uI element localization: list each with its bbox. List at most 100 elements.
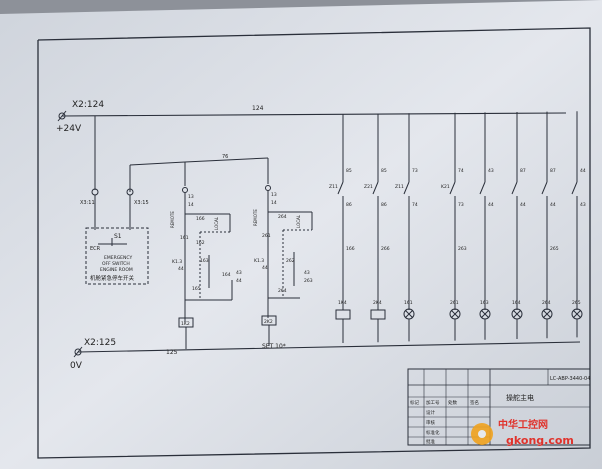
bottom-node-label: X2:125 (84, 338, 116, 348)
circuit-top-label: 43 (488, 168, 494, 174)
estop-text-1: EMERGENCY (104, 255, 132, 261)
estop-terminal-left: X3:11 (80, 200, 95, 206)
estop-enclosure (85, 227, 149, 285)
circuit-mid-label: 74 (412, 202, 418, 208)
circuit-mid-label: 44 (550, 202, 556, 208)
circuit-top-label: 74 (458, 168, 464, 174)
circuit-column: 87 44 265 264 (541, 111, 559, 339)
relay2-n264: 264 (278, 288, 287, 294)
circuit-tag: Z21 (364, 184, 373, 190)
watermark: 中华工控网 gkong.com (471, 418, 574, 447)
circuit-column: 73 74 Z11 161 (395, 113, 418, 342)
circuit-bottom-label: 2K4 (373, 300, 382, 306)
top-rail: X2:124 +24V 124 (56, 100, 567, 134)
circuit-mid-label: 86 (346, 202, 352, 208)
relay2-n44: 44 (262, 265, 268, 271)
relay2-contact-a: 13 (271, 192, 277, 198)
title-block-row4: 标准化 (426, 429, 440, 436)
right-circuits: 8586Z111661K48586Z212662K47374Z111617473… (329, 111, 586, 343)
relay2-n43: 43 (304, 270, 310, 276)
circuit-tag: Z11 (395, 184, 404, 190)
relay1-group: 76 13 14 166 REMOTE LOCAL 161 162 K1.3 4… (170, 154, 269, 349)
bottom-wire-label: 125 (166, 349, 178, 356)
estop-text-cn: 机舱紧急停车开关 (90, 274, 135, 282)
title-block-row5: 批准 (426, 438, 435, 445)
title-block-col-b: 处数 (448, 399, 457, 406)
watermark-brand: 中华工控网 (498, 418, 548, 431)
circuit-n2-label: 266 (381, 246, 390, 252)
title-block-row2: 设计 (426, 409, 435, 416)
circuit-mid-label: 44 (488, 202, 494, 208)
relay1-n164: 164 (222, 272, 231, 278)
wire-76-label: 76 (222, 154, 228, 160)
title-block-row3: 审核 (426, 419, 435, 426)
relay1-n161: 161 (180, 235, 189, 241)
title-block-col-a: 标记 (410, 399, 419, 406)
relay1-n163: 163 (200, 258, 209, 264)
circuit-mid-label: 43 (580, 202, 586, 208)
circuit-top-label: 73 (412, 168, 418, 174)
relay2-k13: K1.3 (254, 258, 264, 264)
circuit-column: 44 43 265 (571, 111, 586, 338)
drawing-frame (37, 27, 591, 459)
relay1-label-a: 166 (196, 216, 205, 222)
circuit-bottom-label: 161 (404, 300, 413, 306)
relay1-local-tag: LOCAL (214, 216, 219, 230)
relay2-coil-label: 2K2 (264, 319, 273, 325)
estop-tag: ECR (90, 246, 101, 252)
relay1-n44b: 44 (236, 278, 242, 284)
relay2-contact-b: 14 (271, 200, 277, 206)
set-label: SET 10* (262, 343, 286, 350)
relay2-n263: 263 (304, 278, 313, 284)
circuit-mid-label: 44 (520, 202, 526, 208)
circuit-bottom-label: 261 (450, 300, 459, 306)
circuit-top-label: 87 (550, 168, 556, 174)
relay1-n44: 44 (178, 266, 184, 272)
relay2-n262: 262 (286, 258, 295, 264)
circuit-mid-label: 73 (458, 202, 464, 208)
top-voltage-label: +24V (56, 124, 82, 134)
circuit-top-label: 85 (346, 168, 352, 174)
circuit-bottom-label: 264 (542, 300, 551, 306)
top-node-label: X2:124 (72, 100, 104, 110)
title-block-doc-no: LC-ABP-3440-04 (550, 376, 590, 382)
circuit-bottom-label: 163 (480, 300, 489, 306)
circuit-mid-label: 86 (381, 202, 387, 208)
circuit-bottom-label: 1K4 (338, 300, 347, 306)
top-wire-label: 124 (252, 105, 264, 112)
circuit-top-label: 87 (520, 168, 526, 174)
relay1-remote-tag: REMOTE (170, 211, 175, 228)
bottom-rail: X2:125 0V 125 (70, 338, 581, 371)
bottom-voltage-label: 0V (70, 361, 83, 371)
title-block-title: 操舵主电 (506, 393, 534, 402)
estop-terminal-right: X3:15 (134, 200, 149, 206)
circuit-column: 43 44 163 (479, 112, 494, 340)
relay1-coil-label: 1K2 (181, 321, 190, 327)
relay2-n261: 261 (262, 233, 271, 239)
circuit-n2-label: 265 (550, 246, 559, 252)
estop-text-2: OFF SWITCH (102, 261, 130, 267)
relay1-n162: 162 (196, 240, 205, 246)
relay2-label-a: 264 (278, 214, 287, 220)
circuit-bottom-label: 164 (512, 300, 521, 306)
relay1-contact-b: 14 (188, 202, 194, 208)
relay2-remote-tag: REMOTE (253, 209, 258, 226)
estop-text-3: ENGINE ROOM (100, 267, 133, 273)
circuit-bottom-label: 265 (572, 300, 581, 306)
relay2-group: 13 14 264 REMOTE LOCAL 261 K1.3 44 262 4… (253, 158, 313, 350)
estop-label: S1 (114, 233, 122, 240)
relay2-local-tag: LOCAL (296, 214, 301, 228)
relay1-k13: K1.3 (172, 259, 182, 265)
watermark-url: gkong.com (506, 434, 574, 447)
circuit-top-label: 44 (580, 168, 586, 174)
estop-block: X3:11 X3:15 S1 ECR EMERGENCY OFF SWITCH … (80, 161, 186, 285)
circuit-tag: K21 (441, 184, 450, 190)
circuit-tag: Z11 (329, 184, 338, 190)
title-block-row1: 加工号 (426, 399, 440, 406)
